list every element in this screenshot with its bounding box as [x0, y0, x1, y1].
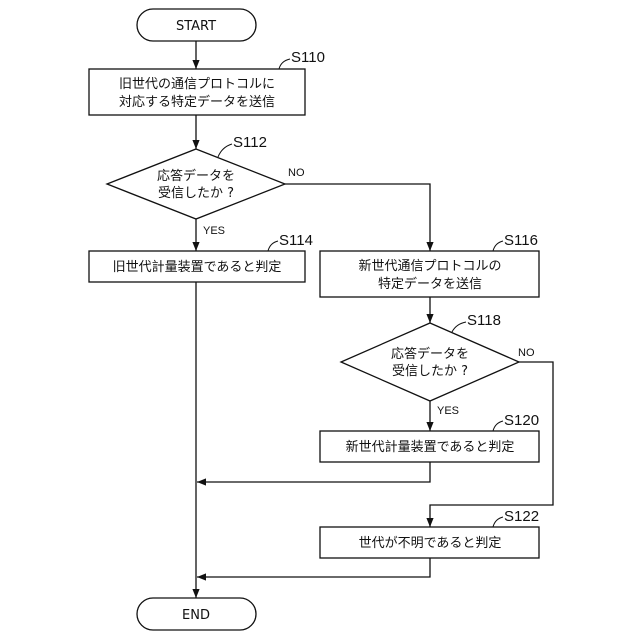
process-s110: 旧世代の通信プロトコルに 対応する特定データを送信 S110 — [89, 49, 325, 115]
s114-text: 旧世代計量装置であると判定 — [113, 259, 282, 275]
s122-step-label: S122 — [504, 508, 539, 525]
start-terminal: START — [137, 9, 256, 41]
s116-leader — [493, 241, 503, 251]
s122-text: 世代が不明であると判定 — [359, 536, 502, 551]
connector-s122-merge — [197, 558, 430, 577]
s118-leader — [452, 322, 466, 332]
s112-yes-label: YES — [203, 225, 225, 237]
s112-step-label: S112 — [233, 134, 267, 151]
s110-text-line2: 対応する特定データを送信 — [119, 94, 275, 110]
decision-s112: 応答データを 受信したか ? S112 NO YES — [107, 134, 305, 237]
s112-no-label: NO — [288, 167, 305, 179]
s118-yes-label: YES — [437, 405, 459, 417]
s118-step-label: S118 — [467, 312, 501, 329]
s118-text-line2: 受信したか ? — [392, 364, 468, 379]
s118-no-label: NO — [518, 347, 535, 359]
decision-s118: 応答データを 受信したか ? S118 NO YES — [341, 312, 535, 417]
s114-step-label: S114 — [279, 232, 313, 249]
s110-step-label: S110 — [291, 49, 325, 66]
s110-text-line1: 旧世代の通信プロトコルに — [119, 77, 275, 92]
s116-text-line2: 特定データを送信 — [378, 276, 482, 292]
s110-leader — [279, 59, 290, 69]
s120-step-label: S120 — [504, 412, 539, 429]
s112-text-line2: 受信したか ? — [158, 186, 234, 201]
s118-text-line1: 応答データを — [391, 346, 469, 362]
s112-leader — [218, 144, 232, 157]
start-label: START — [176, 19, 216, 34]
end-terminal: END — [137, 598, 256, 630]
s120-text: 新世代計量装置であると判定 — [346, 439, 515, 455]
s114-leader — [268, 241, 278, 251]
s116-text-line1: 新世代通信プロトコルの — [358, 258, 501, 274]
process-s114: 旧世代計量装置であると判定 S114 — [89, 232, 313, 282]
connector-s120-merge — [197, 462, 430, 482]
end-label: END — [182, 608, 210, 623]
s120-leader — [493, 421, 503, 431]
s112-text-line1: 応答データを — [157, 168, 235, 184]
s116-step-label: S116 — [504, 232, 538, 249]
s122-leader — [493, 517, 503, 527]
